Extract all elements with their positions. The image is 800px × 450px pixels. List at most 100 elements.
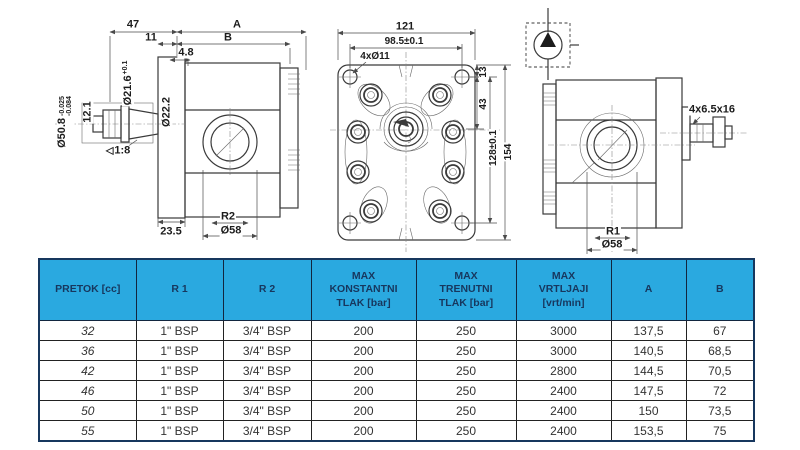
taper-icon: ◁ [105,145,114,157]
table-cell: 147,5 [610,380,687,401]
dim-13: 13 [478,65,489,79]
dim-pilot-diameter: Ø22.2 [160,96,173,128]
pump-technical-drawing [55,8,748,254]
table-cell: 250 [415,360,517,381]
table-cell: 153,5 [610,420,687,442]
table-cell: 50 [38,400,137,421]
right-port-hole [548,105,695,252]
table-cell: 137,5 [610,320,687,341]
table-cell: 2800 [515,360,612,381]
dim-B: B [223,31,233,44]
table-cell: 55 [38,420,137,442]
dim-A: A [232,18,242,31]
table-cell: 3/4" BSP [222,340,312,361]
right-dimensions [586,116,701,254]
front-view-drawing [330,29,511,252]
table-cell: 200 [310,340,417,361]
table-cell: 68,5 [685,340,755,361]
table-cell: 73,5 [685,400,755,421]
dim-121: 121 [394,20,416,33]
dim-taper: ◁1:8 [104,144,132,157]
table-cell: 2400 [515,420,612,442]
left-dimensions [109,29,307,240]
left-view-drawing [55,29,307,240]
table-cell: 1" BSP [135,400,224,421]
table-cell: 2400 [515,380,612,401]
table-cell: 250 [415,340,517,361]
table-cell: 250 [415,400,517,421]
table-cell: 70,5 [685,360,755,381]
column-header: R 2 [222,258,312,321]
end-cap-ribs [288,73,300,171]
column-header: MAX KONSTANTNI TLAK [bar] [310,258,417,321]
column-header: A [610,258,687,321]
column-header: R 1 [135,258,224,321]
table-cell: 72 [685,380,755,401]
table-cell: 3/4" BSP [222,400,312,421]
table-cell: 67 [685,320,755,341]
dim-R1: R1 [604,225,622,238]
table-cell: 200 [310,360,417,381]
table-cell: 250 [415,320,517,341]
dim-47: 47 [125,18,141,31]
pump-symbol [525,8,579,80]
table-cell: 200 [310,420,417,442]
table-cell: 3/4" BSP [222,360,312,381]
flange-ribs [543,92,556,205]
table-cell: 1" BSP [135,320,224,341]
dim-4x11: 4xØ11 [359,51,391,62]
table-cell: 140,5 [610,340,687,361]
column-header: PRETOK [cc] [38,258,137,321]
table-cell: 200 [310,320,417,341]
dim-11: 11 [144,31,158,44]
dim-key-12-1: 12.1 [81,100,94,124]
table-cell: 2400 [515,400,612,421]
table-cell: 200 [310,400,417,421]
table-cell: 3000 [515,320,612,341]
table-cell: 1" BSP [135,380,224,401]
dim-shaft-diameter: Ø21.6+0.1 [122,59,134,107]
table-cell: 32 [38,320,137,341]
table-cell: 144,5 [610,360,687,381]
dim-flange-diameter: Ø50.8-0.025-0.084 [56,95,73,149]
table-cell: 3/4" BSP [222,380,312,401]
table-cell: 1" BSP [135,340,224,361]
dim-23-5: 23.5 [159,225,183,238]
table-cell: 42 [38,360,137,381]
left-port-hole [202,108,258,176]
table-cell: 75 [685,420,755,442]
front-dimensions [337,29,511,241]
table-cell: 46 [38,380,137,401]
dim-98-5: 98.5±0.1 [383,36,425,47]
corner-holes [339,66,473,234]
dim-stud: 4x6.5x16 [688,103,736,116]
bolt-holes [346,83,465,223]
table-cell: 250 [415,380,517,401]
dim-port-58-left: Ø58 [219,224,243,237]
dim-4-8: 4.8 [177,46,195,59]
table-cell: 200 [310,380,417,401]
table-cell: 3000 [515,340,612,361]
column-header: B [685,258,755,321]
column-header: MAX TRENUTNI TLAK [bar] [415,258,517,321]
dim-128: 128±0.1 [488,128,499,168]
rear-stud [660,106,748,161]
table-cell: 3/4" BSP [222,420,312,442]
pocket-contours [344,64,467,241]
table-cell: 250 [415,420,517,442]
table-cell: 3/4" BSP [222,320,312,341]
dim-port-58-right: Ø58 [600,238,624,251]
table-cell: 1" BSP [135,360,224,381]
dim-154: 154 [503,142,514,162]
column-header: MAX VRTLJAJI [vrt/min] [515,258,612,321]
dim-43: 43 [478,97,489,111]
